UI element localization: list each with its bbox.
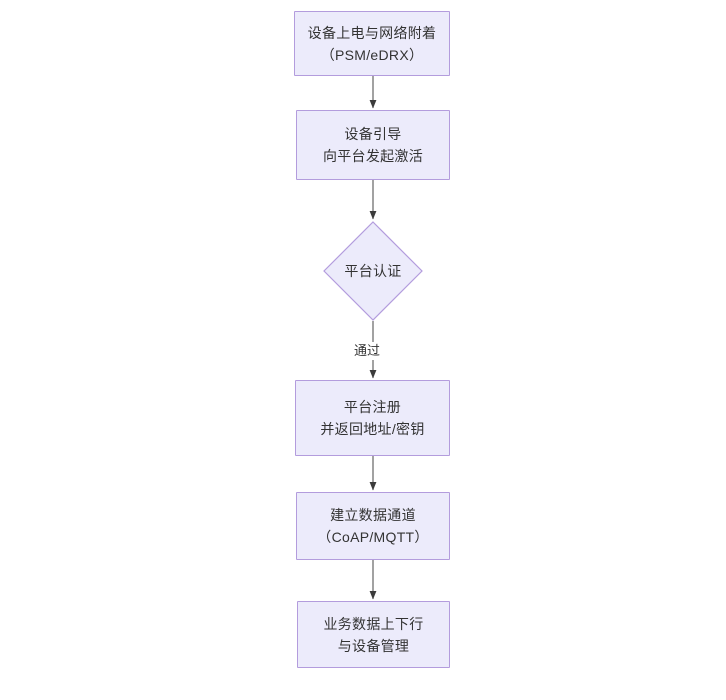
flow-node-label: 平台认证 <box>344 263 402 279</box>
flow-node-device-bootstrap[interactable]: 设备引导 向平台发起激活 <box>296 110 450 180</box>
flow-node-label: 设备引导 向平台发起激活 <box>322 126 424 164</box>
flow-node-business-data[interactable]: 业务数据上下行 与设备管理 <box>297 601 450 668</box>
flow-node-label: 设备上电与网络附着 （PSM/eDRX） <box>307 24 437 63</box>
flow-node-label: 建立数据通道 （CoAP/MQTT） <box>317 507 429 545</box>
flow-node-data-channel[interactable]: 建立数据通道 （CoAP/MQTT） <box>296 492 450 560</box>
flow-node-platform-register[interactable]: 平台注册 并返回地址/密钥 <box>295 380 450 456</box>
diamond-shape <box>323 221 423 321</box>
flow-node-label: 平台注册 并返回地址/密钥 <box>320 399 425 437</box>
edge-label-pass: 通过 <box>352 342 383 360</box>
flow-node-label: 业务数据上下行 与设备管理 <box>323 615 424 654</box>
flow-node-platform-auth[interactable]: 平台认证 <box>323 221 423 321</box>
flow-node-device-power-on[interactable]: 设备上电与网络附着 （PSM/eDRX） <box>294 11 450 76</box>
